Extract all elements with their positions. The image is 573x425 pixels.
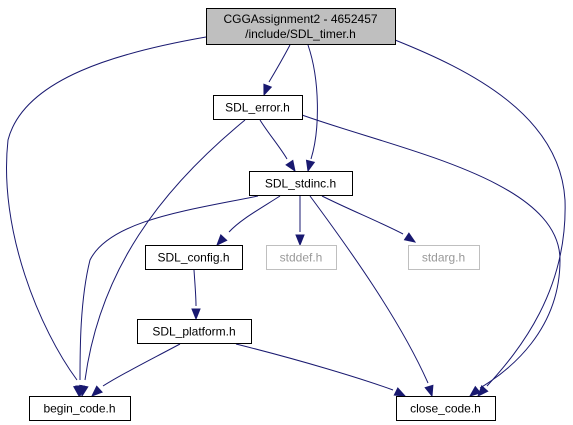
edge-line	[307, 44, 318, 160]
arrow-head-icon	[285, 159, 296, 173]
edge-line	[84, 119, 246, 381]
edge-sdl_platform-to-close_code	[235, 343, 407, 397]
edge-line	[268, 44, 291, 83]
edge-line	[193, 269, 197, 307]
edge-root-to-sdl_error	[263, 44, 291, 97]
arrow-head-icon	[424, 384, 434, 398]
edge-root-to-close_code	[394, 39, 566, 398]
edge-line	[228, 195, 281, 233]
edge-line	[301, 114, 561, 389]
node-sdl-config[interactable]: SDL_config.h	[145, 245, 243, 270]
edge-line	[321, 195, 404, 235]
edge-sdl_error-to-close_code	[301, 114, 561, 397]
edge-line	[79, 195, 259, 381]
node-label: SDL_stdinc.h	[265, 177, 336, 191]
node-box	[206, 8, 396, 45]
node-box	[137, 319, 252, 344]
arrow-head-icon	[305, 159, 316, 173]
edge-line	[309, 195, 429, 384]
edge-line	[394, 39, 566, 387]
nodes-layer: CGGAssignment2 - 4652457/include/SDL_tim…	[29, 8, 496, 421]
node-label: SDL_platform.h	[152, 325, 235, 339]
edge-line	[6, 36, 207, 381]
node-sdl-stdinc[interactable]: SDL_stdinc.h	[249, 171, 353, 196]
node-root[interactable]: CGGAssignment2 - 4652457/include/SDL_tim…	[206, 8, 396, 45]
node-box	[145, 245, 243, 270]
node-label: stddef.h	[280, 251, 323, 265]
edge-sdl_stdinc-to-stddef	[295, 196, 305, 247]
node-box	[266, 245, 337, 270]
edge-line	[235, 343, 394, 391]
edges-layer	[6, 36, 566, 398]
edge-sdl_platform-to-begin_code	[91, 343, 181, 397]
node-begin-code[interactable]: begin_code.h	[29, 396, 131, 421]
node-sdl-platform[interactable]: SDL_platform.h	[137, 319, 252, 344]
arrow-head-icon	[263, 83, 273, 97]
edge-line	[259, 119, 288, 160]
arrow-head-icon	[403, 232, 417, 243]
arrow-head-icon	[191, 308, 201, 321]
edge-root-to-sdl_stdinc	[305, 44, 318, 173]
node-label: SDL_error.h	[225, 101, 290, 115]
node-label: begin_code.h	[43, 402, 115, 416]
node-stddef: stddef.h	[266, 245, 337, 270]
node-box	[29, 396, 131, 421]
node-box	[408, 245, 480, 270]
node-label: close_code.h	[410, 402, 481, 416]
edge-sdl_config-to-sdl_platform	[191, 269, 201, 321]
edge-line	[102, 343, 181, 387]
arrow-head-icon	[295, 234, 305, 247]
node-label: CGGAssignment2 - 4652457	[223, 12, 377, 26]
node-stdarg: stdarg.h	[408, 245, 480, 270]
edge-sdl_stdinc-to-sdl_config	[216, 195, 281, 246]
node-box	[249, 171, 353, 196]
node-sdl-error[interactable]: SDL_error.h	[213, 95, 303, 120]
edge-sdl_stdinc-to-close_code	[309, 195, 434, 398]
node-label: stdarg.h	[422, 251, 465, 265]
edge-sdl_error-to-sdl_stdinc	[259, 119, 296, 173]
arrow-head-icon	[216, 234, 228, 246]
edge-sdl_stdinc-to-begin_code	[75, 195, 259, 398]
node-box	[396, 396, 496, 421]
arrow-head-icon	[91, 385, 103, 397]
node-label: SDL_config.h	[157, 251, 229, 265]
node-close-code[interactable]: close_code.h	[396, 396, 496, 421]
node-box	[213, 95, 303, 120]
arrow-head-icon	[393, 387, 407, 397]
node-label: /include/SDL_timer.h	[245, 27, 356, 41]
arrow-head-icon	[75, 385, 85, 398]
edge-sdl_stdinc-to-stdarg	[321, 195, 417, 243]
arrow-head-icon	[468, 385, 482, 397]
arrow-head-icon	[477, 385, 489, 398]
